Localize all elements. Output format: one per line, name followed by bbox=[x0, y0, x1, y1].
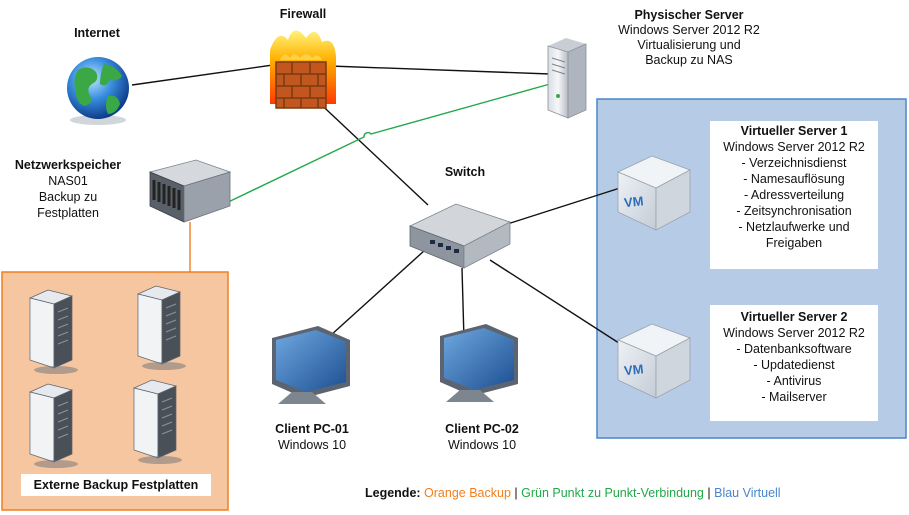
connections bbox=[131, 63, 623, 346]
vs2-line: Windows Server 2012 R2 bbox=[723, 326, 865, 340]
link-internet-firewall bbox=[131, 63, 281, 86]
switch-label: Switch bbox=[430, 165, 500, 180]
backup-box-text: Externe Backup Festplatten bbox=[33, 478, 199, 492]
vs1-line: Freigaben bbox=[765, 236, 823, 250]
internet-label: Internet bbox=[62, 26, 132, 41]
backup-drive-icon bbox=[136, 285, 186, 370]
vs2-line: - Antivirus bbox=[766, 374, 822, 388]
client2-line: Windows 10 bbox=[447, 438, 517, 452]
nas-line: Backup zu bbox=[38, 190, 98, 204]
vm-cube-icon-2 bbox=[617, 323, 691, 399]
backup-drive-icon bbox=[132, 379, 182, 464]
backup-towers bbox=[28, 285, 186, 468]
link-nas-server-green bbox=[221, 83, 551, 206]
vm-icon-label-1: VM bbox=[623, 193, 644, 210]
internet-title: Internet bbox=[74, 26, 120, 40]
vs1-line: - Verzeichnisdienst bbox=[741, 156, 847, 170]
client1-label: Client PC-01 Windows 10 bbox=[262, 421, 362, 453]
backup-box-label: Externe Backup Festplatten bbox=[21, 474, 211, 496]
link-switch-vm2 bbox=[489, 259, 623, 346]
vs2-line: - Mailserver bbox=[761, 390, 827, 404]
vs2-line: - Datenbanksoftware bbox=[736, 342, 852, 356]
link-switch-vm1 bbox=[497, 187, 621, 228]
globe-icon bbox=[67, 57, 129, 125]
virtual-server-card-2: Virtueller Server 2 Windows Server 2012 … bbox=[710, 305, 878, 421]
monitor-icon-1 bbox=[272, 326, 350, 404]
firewall-icon bbox=[270, 30, 336, 109]
vs1-line: Windows Server 2012 R2 bbox=[723, 140, 865, 154]
vs1-line: - Adressverteilung bbox=[743, 188, 845, 202]
vm-icon-label-2: VM bbox=[623, 361, 644, 378]
legend-separator: | bbox=[707, 486, 711, 500]
firewall-title: Firewall bbox=[279, 7, 327, 21]
legend-item-orange: Orange Backup bbox=[424, 486, 511, 500]
physical-server-label: Physischer Server Windows Server 2012 R2… bbox=[604, 8, 774, 68]
client2-label: Client PC-02 Windows 10 bbox=[432, 421, 532, 453]
virtual-server-card-1: Virtueller Server 1 Windows Server 2012 … bbox=[710, 121, 878, 269]
physical-server-line: Virtualisierung und bbox=[637, 38, 741, 52]
client1-line: Windows 10 bbox=[277, 438, 347, 452]
client2-title: Client PC-02 bbox=[445, 422, 519, 436]
legend-item-blue: Blau Virtuell bbox=[714, 486, 781, 500]
vs2-line: - Updatedienst bbox=[753, 358, 835, 372]
vs1-line: - Zeitsynchronisation bbox=[736, 204, 852, 218]
switch-title: Switch bbox=[444, 165, 486, 179]
nas-line: Festplatten bbox=[37, 206, 99, 220]
physical-server-title: Physischer Server bbox=[634, 8, 744, 22]
link-firewall-switch bbox=[311, 95, 429, 206]
physical-server-line: Backup zu NAS bbox=[645, 53, 733, 67]
vm-cube-icon-1 bbox=[617, 155, 691, 231]
nas-title: Netzwerkspeicher bbox=[14, 158, 122, 172]
link-firewall-server bbox=[329, 65, 551, 75]
vs1-line: - Netzlaufwerke und bbox=[738, 220, 850, 234]
legend-item-green: Grün Punkt zu Punkt-Verbindung bbox=[521, 486, 704, 500]
backup-drive-icon bbox=[28, 289, 78, 374]
legend-title: Legende: bbox=[365, 486, 421, 500]
vs1-line: - Namesauflösung bbox=[743, 172, 845, 186]
backup-drive-icon bbox=[28, 383, 78, 468]
legend: Legende: Orange Backup | Grün Punkt zu P… bbox=[365, 486, 781, 500]
vs1-title: Virtueller Server 1 bbox=[740, 124, 848, 138]
vs2-title: Virtueller Server 2 bbox=[740, 310, 848, 324]
server-tower-icon bbox=[547, 38, 587, 119]
link-switch-client2 bbox=[461, 267, 465, 341]
legend-separator: | bbox=[514, 486, 518, 500]
switch-icon bbox=[408, 203, 512, 269]
nas-icon bbox=[148, 159, 232, 223]
link-switch-client1 bbox=[319, 249, 426, 346]
nas-label: Netzwerkspeicher NAS01 Backup zu Festpla… bbox=[6, 157, 130, 221]
physical-server-line: Windows Server 2012 R2 bbox=[618, 23, 760, 37]
nas-line: NAS01 bbox=[48, 174, 88, 188]
monitor-icon-2 bbox=[440, 324, 518, 402]
firewall-label: Firewall bbox=[268, 7, 338, 22]
client1-title: Client PC-01 bbox=[275, 422, 349, 436]
